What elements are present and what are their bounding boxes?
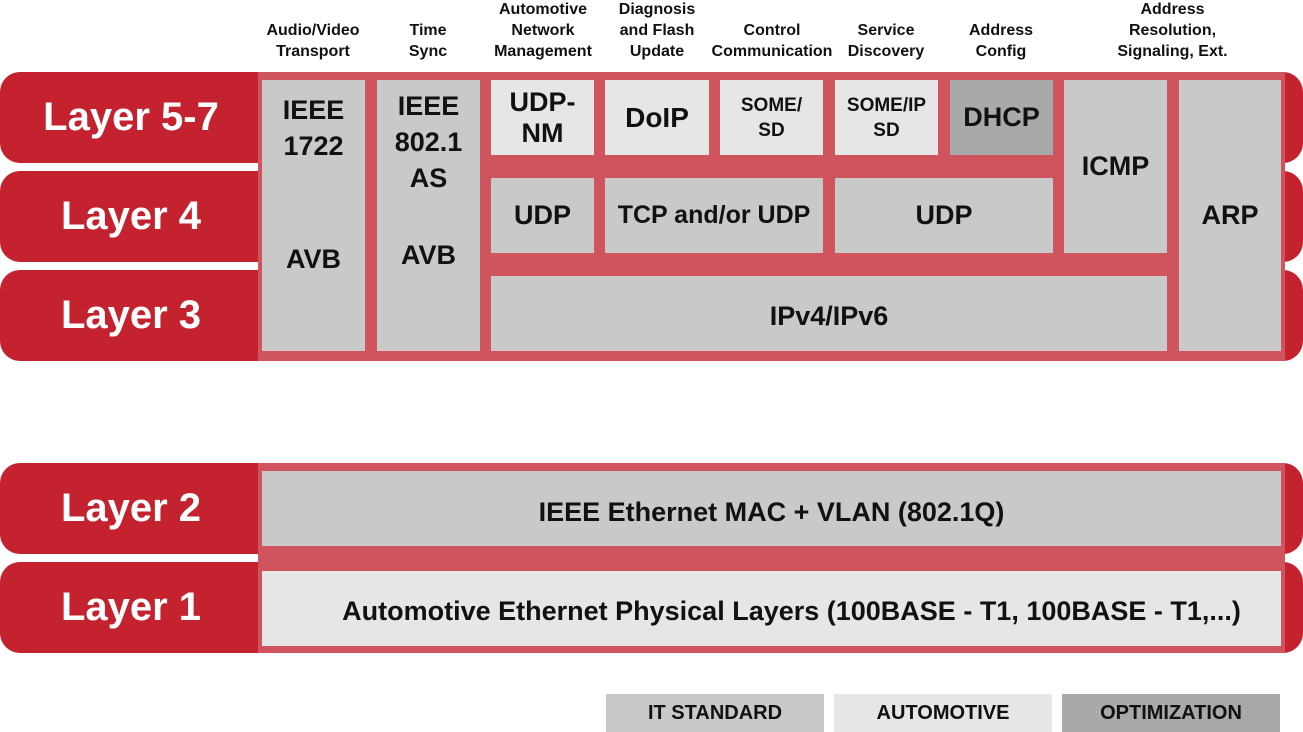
header-time-sync: Time Sync bbox=[408, 22, 448, 60]
header-address-config: Address Config bbox=[968, 22, 1034, 60]
box-some-sd-control: SOME/ SD bbox=[720, 80, 823, 155]
box-udp-nm-transport: UDP bbox=[491, 178, 594, 253]
box-ethernet-mac-vlan: IEEE Ethernet MAC + VLAN (802.1Q) bbox=[262, 471, 1281, 546]
box-ipv4-ipv6: IPv4/IPv6 bbox=[491, 276, 1167, 351]
box-doip: DoIP bbox=[605, 80, 709, 155]
header-control-communication: Control Communication bbox=[711, 22, 833, 60]
box-dhcp: DHCP bbox=[950, 80, 1053, 155]
header-automotive-network-management: Automotive Network Management bbox=[494, 1, 592, 60]
box-ieee-1722-avb: IEEE 1722 AVB bbox=[262, 80, 365, 351]
header-diagnosis-flash-update: Diagnosis and Flash Update bbox=[618, 1, 696, 60]
avb-text-2: AVB bbox=[400, 240, 456, 270]
avb-text-1: AVB bbox=[285, 244, 341, 274]
ieee-1722-text: IEEE 1722 bbox=[282, 95, 345, 161]
layer-3-label: Layer 3 bbox=[60, 293, 202, 337]
box-icmp: ICMP bbox=[1064, 80, 1167, 253]
header-audio-video-transport: Audio/Video Transport bbox=[266, 22, 360, 60]
box-someip-sd-service: SOME/IP SD bbox=[835, 80, 938, 155]
box-physical-layers: Automotive Ethernet Physical Layers (100… bbox=[262, 571, 1281, 646]
layer-1-label: Layer 1 bbox=[60, 585, 202, 629]
layer-5-7-label: Layer 5-7 bbox=[43, 95, 219, 139]
header-service-discovery: Service Discovery bbox=[847, 22, 925, 60]
box-tcp-and-or-udp: TCP and/or UDP bbox=[605, 178, 823, 253]
box-arp: ARP bbox=[1179, 80, 1281, 351]
box-ieee-8021as-avb: IEEE 802.1 AS AVB bbox=[377, 80, 480, 351]
header-address-resolution: Address Resolution, Signaling, Ext. bbox=[1117, 1, 1228, 60]
layer-2-label: Layer 2 bbox=[60, 486, 202, 530]
layer-4-label: Layer 4 bbox=[60, 194, 202, 238]
box-udp-nm: UDP- NM bbox=[491, 80, 594, 155]
legend-optimization: OPTIMIZATION bbox=[1062, 694, 1280, 732]
ieee-8021as-text: IEEE 802.1 AS bbox=[394, 91, 463, 193]
box-udp-service-transport: UDP bbox=[835, 178, 1053, 253]
legend-automotive: AUTOMOTIVE bbox=[834, 694, 1052, 732]
legend-it-standard: IT STANDARD bbox=[606, 694, 824, 732]
